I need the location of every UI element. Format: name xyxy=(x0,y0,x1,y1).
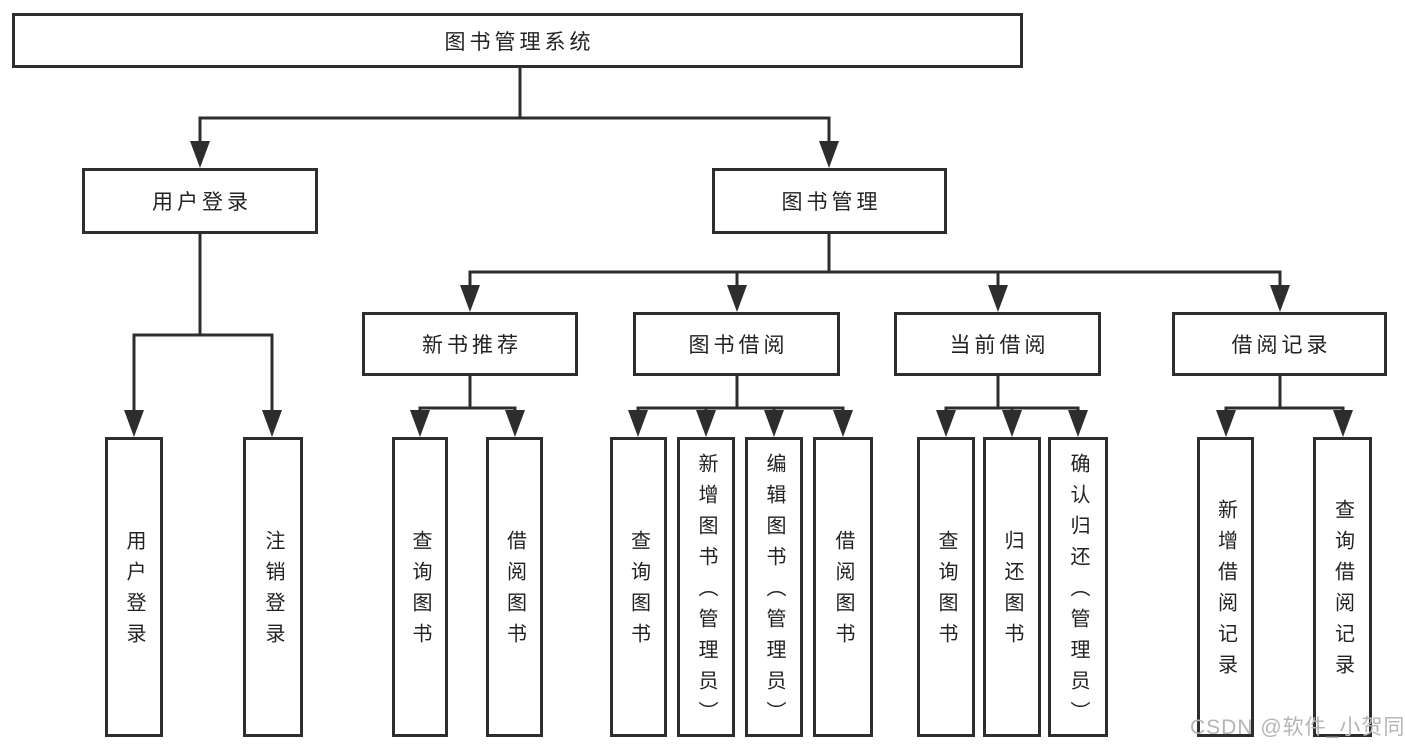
arrowheads-book-mgmt-children xyxy=(460,285,1290,312)
node-book-borrow-label: 图书借阅 xyxy=(688,334,789,357)
leaf-nbr-borrow-books-label: 借阅图书 xyxy=(503,530,526,654)
leaf-br-add-record-label: 新增借阅记录 xyxy=(1214,499,1237,685)
connector-current-borrow-children xyxy=(944,374,1080,417)
node-borrow-record: 借阅记录 xyxy=(1172,312,1387,376)
csdn-watermark: CSDN @软件_小贺同学 xyxy=(1190,716,1405,739)
connector-book-borrow-children xyxy=(636,374,845,417)
leaf-cb-confirm-return-admin-label: 确认归还（管理员） xyxy=(1067,452,1089,732)
node-borrow-record-label: 借阅记录 xyxy=(1231,334,1332,357)
leaf-cb-return-books: 归还图书 xyxy=(983,437,1041,737)
leaf-bb-add-books-admin-label: 新增图书（管理员） xyxy=(695,452,717,732)
arrowheads-new-book-rec-children xyxy=(410,410,525,437)
arrowheads-user-login-children xyxy=(124,410,282,437)
connector-root-to-level2 xyxy=(198,66,831,148)
leaf-cb-confirm-return-admin: 确认归还（管理员） xyxy=(1048,437,1108,737)
leaf-bb-borrow-books-label: 借阅图书 xyxy=(832,530,854,654)
leaf-cb-return-books-label: 归还图书 xyxy=(1001,530,1023,654)
leaf-bb-add-books-admin: 新增图书（管理员） xyxy=(677,437,735,737)
leaf-bb-edit-books-admin-label: 编辑图书（管理员） xyxy=(763,452,785,732)
leaf-br-add-record: 新增借阅记录 xyxy=(1197,437,1254,737)
node-new-book-rec: 新书推荐 xyxy=(362,312,578,376)
node-root: 图书管理系统 xyxy=(12,13,1023,68)
leaf-bb-query-books-label: 查询图书 xyxy=(627,530,650,654)
leaf-nbr-borrow-books: 借阅图书 xyxy=(486,437,543,737)
leaf-logout: 注销登录 xyxy=(243,437,303,737)
leaf-cb-query-books: 查询图书 xyxy=(917,437,975,737)
node-root-label: 图书管理系统 xyxy=(444,30,595,54)
connector-new-book-rec-children xyxy=(418,374,517,417)
arrowheads-borrow-record-children xyxy=(1216,410,1353,437)
leaf-bb-borrow-books: 借阅图书 xyxy=(813,437,873,737)
leaf-bb-query-books: 查询图书 xyxy=(610,437,667,737)
connector-book-mgmt-children xyxy=(468,232,1282,292)
node-current-borrow-label: 当前借阅 xyxy=(949,334,1050,357)
leaf-br-query-record-label: 查询借阅记录 xyxy=(1331,499,1354,685)
node-book-borrow: 图书借阅 xyxy=(633,312,840,376)
arrowheads-book-borrow-children xyxy=(628,410,853,437)
connector-borrow-record-children xyxy=(1224,374,1345,417)
leaf-user-login-label: 用户登录 xyxy=(123,530,145,654)
node-current-borrow: 当前借阅 xyxy=(894,312,1101,376)
arrowheads-current-borrow-children xyxy=(936,410,1088,437)
leaf-br-query-record: 查询借阅记录 xyxy=(1313,437,1372,737)
node-user-login: 用户登录 xyxy=(82,168,318,234)
node-user-login-label: 用户登录 xyxy=(152,191,252,214)
leaf-user-login: 用户登录 xyxy=(105,437,163,737)
leaf-nbr-query-books: 查询图书 xyxy=(392,437,448,737)
connector-user-login-children xyxy=(132,232,274,417)
node-new-book-rec-label: 新书推荐 xyxy=(422,334,522,357)
leaf-cb-query-books-label: 查询图书 xyxy=(935,530,957,654)
node-book-mgmt: 图书管理 xyxy=(712,168,947,234)
arrowheads-root-to-level2 xyxy=(190,141,839,168)
leaf-bb-edit-books-admin: 编辑图书（管理员） xyxy=(745,437,803,737)
node-book-mgmt-label: 图书管理 xyxy=(781,191,882,214)
leaf-nbr-query-books-label: 查询图书 xyxy=(409,530,431,654)
leaf-logout-label: 注销登录 xyxy=(262,530,284,654)
